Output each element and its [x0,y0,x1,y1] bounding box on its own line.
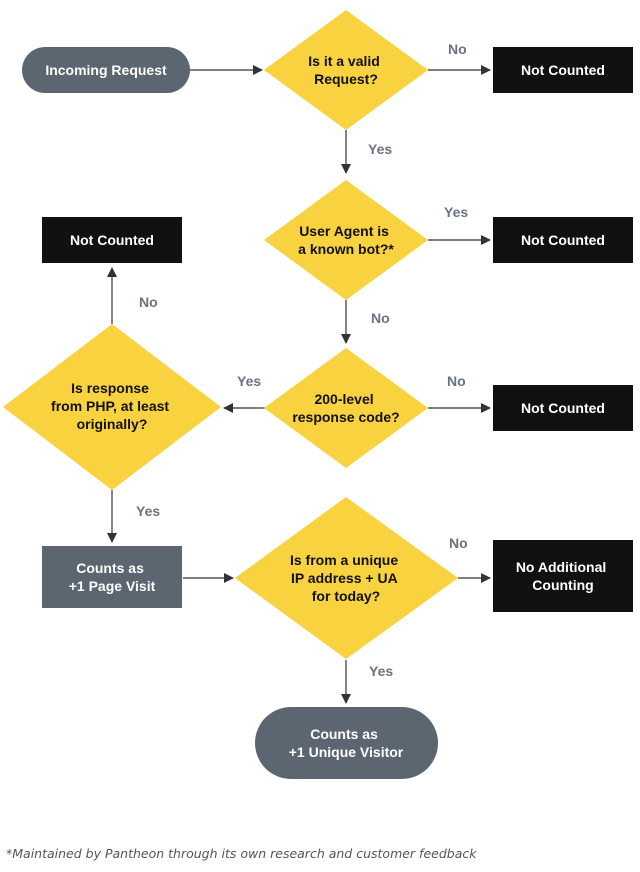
label-bot-no: No [371,310,390,326]
label-resp-no: No [447,373,466,389]
not-counted-box-left: Not Counted [42,217,182,263]
footnote: *Maintained by Pantheon through its own … [6,846,477,861]
valid-request-decision: Is it a valid Request? [264,10,428,130]
user-agent-bot-label: User Agent is a known bot?* [298,223,394,257]
edges [107,65,491,704]
label-bot-yes: Yes [444,204,468,220]
no-additional-label: No Additional Counting [516,559,610,593]
label-resp-yes: Yes [237,373,261,389]
user-agent-bot-decision: User Agent is a known bot?* [264,180,428,300]
label-php-yes: Yes [136,503,160,519]
not-counted-box-1: Not Counted [493,47,633,93]
label-valid-no: No [448,41,467,57]
incoming-request-label: Incoming Request [45,62,167,78]
svg-text:Not Counted: Not Counted [521,232,605,248]
svg-text:Not Counted: Not Counted [70,232,154,248]
label-php-no: No [139,294,158,310]
label-valid-yes: Yes [368,141,392,157]
not-counted-box-2: Not Counted [493,217,633,263]
incoming-request-node: Incoming Request [22,47,190,93]
response-from-php-decision: Is response from PHP, at least originall… [3,324,221,490]
response-200-label: 200-level response code? [292,391,399,425]
page-visit-label: Counts as +1 Page Visit [69,560,156,594]
response-from-php-label: Is response from PHP, at least originall… [51,380,173,432]
svg-text:Not Counted: Not Counted [521,62,605,78]
page-visit-box: Counts as +1 Page Visit [42,546,182,608]
not-counted-box-3: Not Counted [493,385,633,431]
label-unique-no: No [449,535,468,551]
unique-ip-label: Is from a unique IP address + UA for tod… [290,552,402,604]
valid-request-label: Is it a valid Request? [308,53,383,87]
no-additional-counting-box: No Additional Counting [493,540,633,612]
svg-text:Not Counted: Not Counted [521,400,605,416]
unique-ip-decision: Is from a unique IP address + UA for tod… [235,497,458,659]
label-unique-yes: Yes [369,663,393,679]
unique-visitor-node: Counts as +1 Unique Visitor [255,707,438,779]
response-200-decision: 200-level response code? [264,348,428,468]
edge-labels: No Yes Yes No No Yes No Yes No Yes [136,41,468,679]
unique-visitor-label: Counts as +1 Unique Visitor [289,726,404,760]
